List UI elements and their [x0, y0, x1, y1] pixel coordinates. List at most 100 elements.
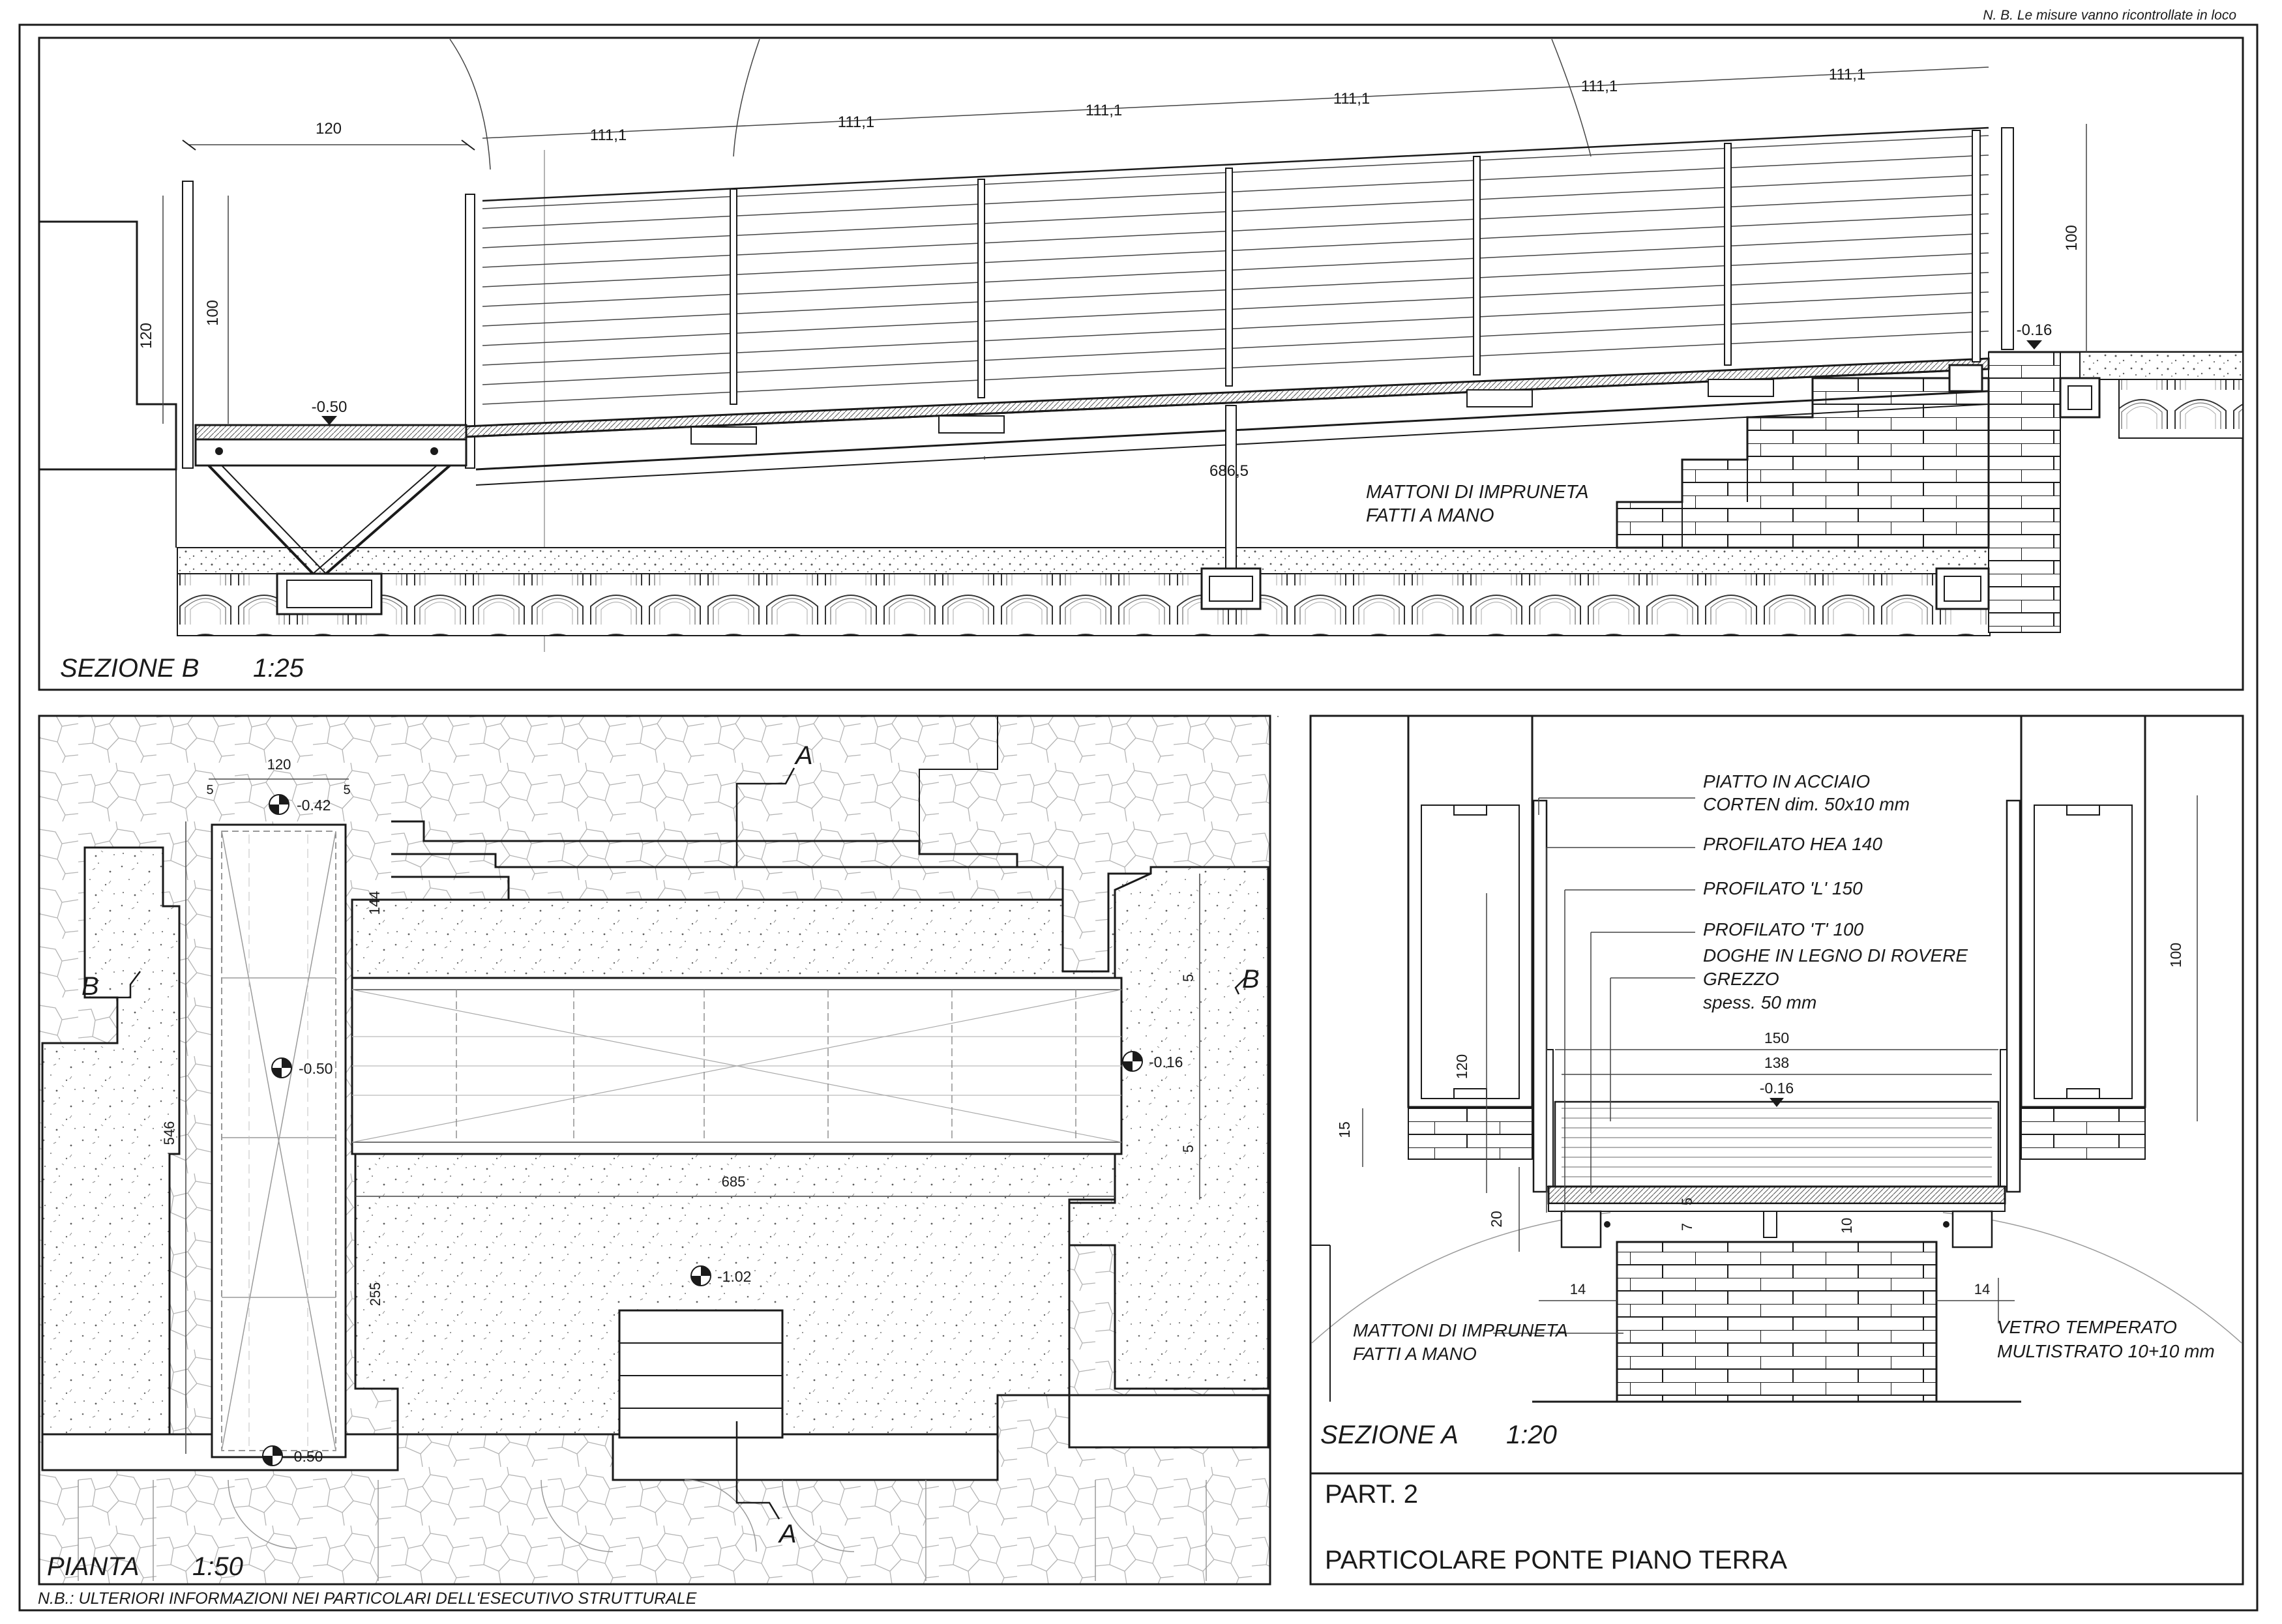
section-mark-a-bottom: A: [735, 1421, 797, 1548]
steel-base-plate: [1547, 1185, 2006, 1205]
dim-pianta-5-lower: 5: [1180, 1145, 1196, 1153]
level-marker-pianta-top: -0.42: [269, 794, 331, 815]
level-pianta-bottom: -0.50: [289, 1448, 323, 1465]
sezione-a-scale: 1:20: [1506, 1421, 1557, 1449]
title-block: PART. 2 PARTICOLARE PONTE PIANO TERRA: [1309, 1472, 2244, 1586]
left-post: [182, 181, 194, 469]
dim-a-138: 138: [1764, 1054, 1789, 1071]
cable-railing: [482, 126, 2014, 405]
label-doghe-2: GREZZO: [1703, 969, 1779, 989]
dim-span-5: 111,1: [1581, 78, 1618, 95]
landing-plan: [211, 823, 347, 1458]
brick-substructure: [1616, 1241, 1938, 1403]
dim-span-4: 111,1: [1333, 90, 1371, 108]
header-note: N. B. Le misure vanno ricontrollate in l…: [1983, 8, 2236, 23]
level-pianta-mid: -0.50: [299, 1060, 333, 1077]
level-marker-sezione-a: -0.16: [1760, 1080, 1794, 1107]
label-mattoni-1: MATTONI DI IMPRUNETA: [1353, 1320, 1568, 1340]
railing-post: [730, 188, 737, 405]
level-marker-pianta-centre: -1.02: [690, 1265, 751, 1286]
level-right: -0.16: [2017, 321, 2052, 339]
panel-pianta: A A B B 120 5 5 144 546 685 255 5: [38, 715, 1279, 1586]
label-l150: PROFILATO 'L' 150: [1703, 878, 1863, 898]
dim-pianta-685: 685: [722, 1174, 746, 1190]
left-railing-post: [1532, 799, 1548, 1193]
dim-a-14-left: 14: [1570, 1281, 1586, 1297]
bolt-plate: [1708, 379, 1774, 397]
dim-height-120: 120: [138, 323, 155, 349]
dim-pianta-120: 120: [267, 756, 291, 773]
sezione-a-title: SEZIONE A: [1320, 1421, 1459, 1449]
label-piatto-2: CORTEN dim. 50x10 mm: [1703, 794, 1910, 814]
dim-pianta-5-right: 5: [343, 783, 350, 797]
railing-post: [1972, 130, 1981, 362]
dim-span-1: 111,1: [590, 126, 627, 144]
sezione-a-dimensions: 150 138 120 100 15 20 5 7 10 14 14: [1336, 795, 2198, 1301]
dim-span-3: 111,1: [1086, 102, 1123, 119]
label-mattoni-2: FATTI A MANO: [1353, 1344, 1477, 1364]
title-block-part: PART. 2: [1325, 1480, 1418, 1509]
pianta-scale: 1:50: [192, 1552, 243, 1581]
sloping-bridge-deck: [465, 357, 1990, 569]
sezione-b-title: SEZIONE B: [60, 654, 199, 683]
section-mark-a-top: A: [735, 741, 813, 867]
sheet-border: [18, 23, 2259, 1612]
right-railing-post: [2006, 799, 2021, 1193]
level-pianta-right: -0.16: [1149, 1054, 1183, 1070]
level-marker-pianta-right: -0.16: [1122, 1051, 1183, 1072]
ground-beam-sections: [276, 567, 1990, 615]
deck-section: [1554, 1100, 2000, 1188]
dim-a-20: 20: [1488, 1211, 1505, 1228]
railing-post: [1724, 143, 1732, 366]
t-profile: [1763, 1211, 1777, 1238]
section-a-top-label: A: [794, 741, 813, 770]
note-mattoni-2: FATTI A MANO: [1366, 505, 1494, 526]
right-vault: [2118, 379, 2244, 439]
level-marker-pianta-bottom: -0.50: [262, 1445, 323, 1466]
sezione-b-scale: 1:25: [253, 654, 304, 683]
mid-post: [465, 194, 475, 469]
level-marker-pianta-mid: -0.50: [271, 1057, 333, 1078]
dim-a-100: 100: [2167, 943, 2184, 967]
brick-vault-foundation: [177, 573, 1991, 636]
level-pianta-centre: -1.02: [717, 1268, 751, 1285]
dim-a-150: 150: [1764, 1029, 1789, 1046]
door-swings: [78, 1479, 1207, 1581]
section-a-bottom-label: A: [778, 1520, 797, 1548]
dim-pianta-255: 255: [367, 1282, 383, 1307]
end-post: [2001, 127, 2014, 350]
label-hea: PROFILATO HEA 140: [1703, 834, 1882, 854]
railing-post: [1225, 168, 1233, 387]
dim-pianta-546: 546: [161, 1121, 177, 1145]
end-plate: [1948, 364, 1983, 392]
bolt-plate: [690, 426, 757, 445]
landing-deck: [194, 424, 467, 441]
dim-span-6: 111,1: [1829, 66, 1866, 83]
hea-right: [1951, 1210, 1993, 1248]
left-wall: [38, 220, 177, 471]
pianta-dimensions: 120 5 5 144 546 685 255 5 5: [161, 756, 1200, 1454]
section-b-left-label: B: [82, 972, 99, 1001]
dim-a-14-right: 14: [1974, 1281, 1990, 1297]
bolt-plate: [1466, 389, 1533, 407]
dim-a-7: 7: [1679, 1223, 1695, 1231]
dim-a-10: 10: [1839, 1218, 1855, 1233]
panel-sezione-a: PIATTO IN ACCIAIO CORTEN dim. 50x10 mm P…: [1309, 715, 2244, 1475]
railing-post: [977, 179, 985, 398]
vault-arc-mid-2: [1551, 38, 1592, 157]
dim-pianta-5-left: 5: [206, 783, 213, 797]
label-doghe-3: spess. 50 mm: [1703, 992, 1816, 1012]
panel-sezione-b: 120 111,1 111,1 111,1 111,1 111,1 111,1 …: [38, 37, 2244, 691]
level-sezione-a: -0.16: [1760, 1080, 1794, 1097]
label-vetro-1: VETRO TEMPERATO: [1997, 1317, 2177, 1337]
hea-left: [1560, 1210, 1602, 1248]
section-b-right-label: B: [1242, 965, 1260, 994]
level-marker-right: -0.16: [2017, 321, 2052, 349]
label-vetro-2: MULTISTRATO 10+10 mm: [1997, 1341, 2215, 1361]
railing-post: [1473, 156, 1481, 376]
title-block-title: PARTICOLARE PONTE PIANO TERRA: [1325, 1546, 1787, 1574]
dim-a-120: 120: [1453, 1054, 1470, 1079]
label-piatto-1: PIATTO IN ACCIAIO: [1703, 771, 1870, 791]
mid-support-column: [1225, 405, 1237, 569]
